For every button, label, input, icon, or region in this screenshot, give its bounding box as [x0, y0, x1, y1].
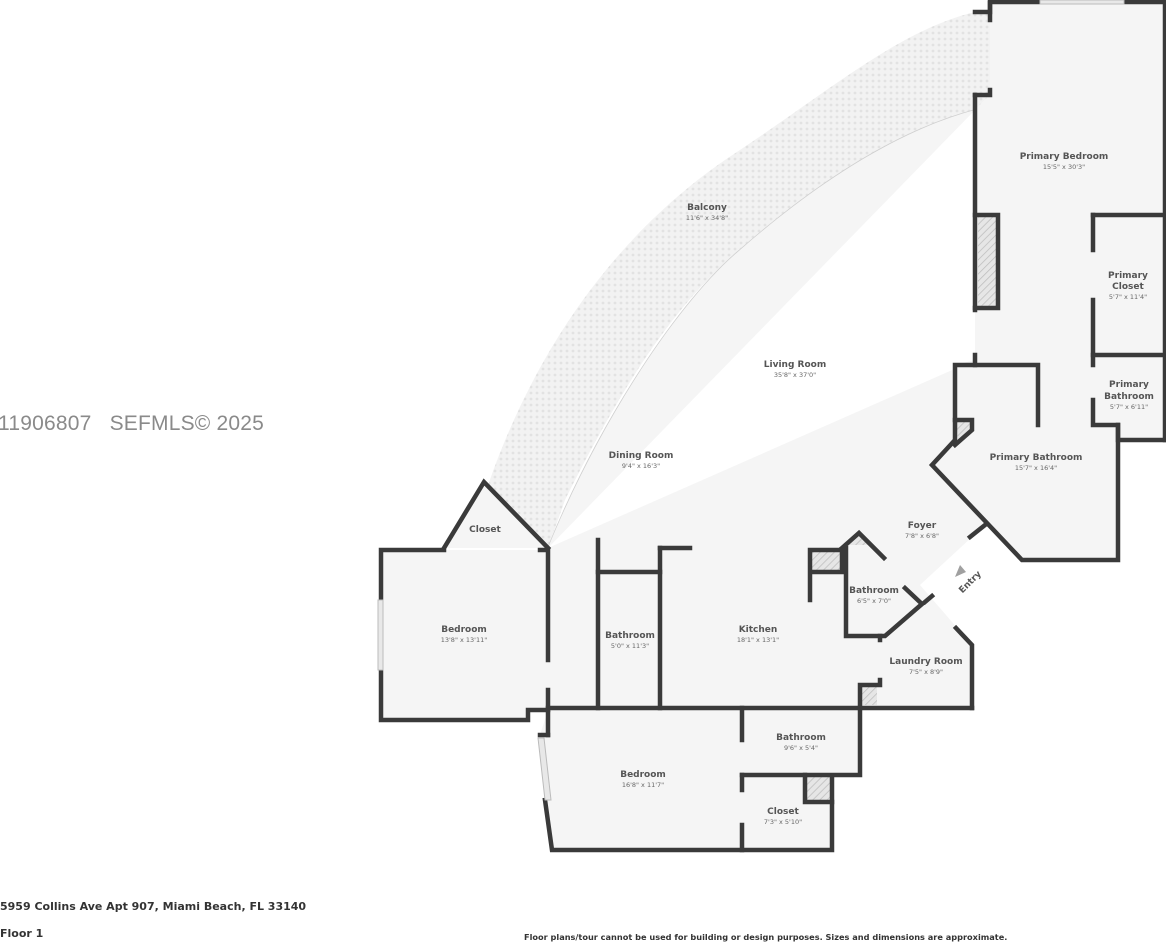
svg-text:Living Room: Living Room [764, 360, 826, 370]
svg-text:Closet: Closet [469, 525, 501, 535]
svg-text:Primary: Primary [1109, 380, 1149, 390]
room-foyer: Foyer 7'8" x 6'8" [905, 521, 939, 540]
svg-text:Balcony: Balcony [687, 203, 727, 213]
room-closet-bottom: Closet 7'3" x 5'10" [764, 807, 802, 826]
svg-text:5'0" x 11'3": 5'0" x 11'3" [611, 642, 649, 650]
svg-text:Closet: Closet [1112, 282, 1144, 292]
svg-text:9'4" x 16'3": 9'4" x 16'3" [622, 462, 660, 470]
room-primary-bathroom-small: Primary Bathroom 5'7" x 6'11" [1104, 380, 1154, 411]
svg-text:Bathroom: Bathroom [605, 631, 655, 641]
svg-text:Primary Bathroom: Primary Bathroom [990, 453, 1083, 463]
svg-text:7'5" x 8'9": 7'5" x 8'9" [909, 668, 943, 676]
fixture-hatch [811, 551, 842, 571]
svg-text:Bathroom: Bathroom [849, 586, 899, 596]
main-floor [548, 3, 1165, 560]
svg-text:Foyer: Foyer [908, 521, 937, 531]
room-primary-bedroom: Primary Bedroom 15'5" x 30'3" [1020, 152, 1109, 171]
svg-text:6'5" x 7'0": 6'5" x 7'0" [857, 597, 891, 605]
svg-text:Primary: Primary [1108, 271, 1148, 281]
fixture-hatch [956, 420, 972, 440]
svg-text:9'6" x 5'4": 9'6" x 5'4" [784, 744, 818, 752]
room-bedroom-left: Bedroom 13'8" x 13'11" [441, 625, 487, 644]
property-address: 5959 Collins Ave Apt 907, Miami Beach, F… [0, 900, 307, 913]
svg-text:Kitchen: Kitchen [739, 625, 778, 635]
room-bathroom-mid: Bathroom 5'0" x 11'3" [605, 631, 655, 650]
svg-text:Laundry Room: Laundry Room [889, 657, 962, 667]
room-bathroom-foyer: Bathroom 6'5" x 7'0" [849, 586, 899, 605]
disclaimer: Floor plans/tour cannot be used for buil… [524, 932, 1008, 942]
room-primary-bathroom: Primary Bathroom 15'7" x 16'4" [990, 453, 1083, 472]
room-dining-room: Dining Room 9'4" x 16'3" [609, 451, 674, 470]
svg-text:Closet: Closet [767, 807, 799, 817]
room-primary-closet: Primary Closet 5'7" x 11'4" [1108, 271, 1148, 301]
fixture-hatch [805, 777, 831, 801]
svg-text:15'5" x 30'3": 15'5" x 30'3" [1043, 163, 1085, 171]
svg-text:13'8" x 13'11": 13'8" x 13'11" [441, 636, 487, 644]
svg-text:16'8" x 11'7": 16'8" x 11'7" [622, 781, 664, 789]
svg-text:35'8" x 37'0": 35'8" x 37'0" [774, 371, 816, 379]
room-balcony: Balcony 11'6" x 34'8" [686, 203, 728, 222]
fixture-hatch [978, 217, 998, 307]
svg-text:Bathroom: Bathroom [776, 733, 826, 743]
svg-text:Bedroom: Bedroom [441, 625, 487, 635]
room-laundry: Laundry Room 7'5" x 8'9" [889, 657, 962, 676]
svg-text:5'7" x 11'4": 5'7" x 11'4" [1109, 293, 1147, 301]
balcony-area [480, 10, 990, 548]
room-closet-top: Closet [469, 525, 501, 535]
svg-text:Dining Room: Dining Room [609, 451, 674, 461]
svg-text:18'1" x 13'1": 18'1" x 13'1" [737, 636, 779, 644]
room-kitchen: Kitchen 18'1" x 13'1" [737, 625, 779, 644]
fixture-hatch [846, 534, 870, 545]
svg-text:Primary Bedroom: Primary Bedroom [1020, 152, 1109, 162]
svg-text:7'8" x 6'8": 7'8" x 6'8" [905, 532, 939, 540]
floor-label: Floor 1 [0, 927, 44, 940]
mls-watermark: 11906807 SEFMLS© 2025 [0, 412, 265, 435]
room-bedroom-bottom: Bedroom 16'8" x 11'7" [620, 770, 666, 789]
fixture-hatch [861, 685, 877, 705]
svg-text:5'7" x 6'11": 5'7" x 6'11" [1110, 403, 1148, 411]
room-living-room: Living Room 35'8" x 37'0" [764, 360, 826, 379]
svg-text:Bedroom: Bedroom [620, 770, 666, 780]
entry-arrow-icon [955, 565, 966, 577]
svg-text:Bathroom: Bathroom [1104, 392, 1154, 402]
svg-text:15'7" x 16'4": 15'7" x 16'4" [1015, 464, 1057, 472]
svg-text:11'6" x 34'8": 11'6" x 34'8" [686, 214, 728, 222]
room-bathroom-bottom: Bathroom 9'6" x 5'4" [776, 733, 826, 752]
svg-text:7'3" x 5'10": 7'3" x 5'10" [764, 818, 802, 826]
